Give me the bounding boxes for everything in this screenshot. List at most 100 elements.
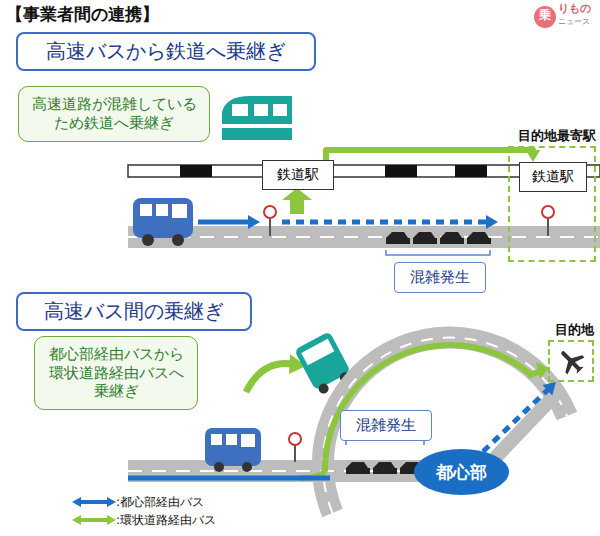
bus-stop-part	[542, 206, 554, 218]
legend-row: :都心部経由バス	[72, 493, 216, 511]
swatch-head	[107, 497, 116, 507]
bus-route-arrow-part	[198, 220, 250, 225]
bus-icon-3	[205, 428, 261, 472]
bus-route-arrow	[198, 215, 498, 229]
section-heading: 高速バスから鉄道へ乗継ぎ	[16, 32, 316, 71]
bus-stop-part	[547, 218, 549, 236]
node-text: 都心部	[436, 461, 487, 484]
car-icons-part	[386, 232, 410, 244]
train-icon	[222, 96, 292, 140]
swatch-line	[80, 518, 108, 522]
rail-track-part	[455, 165, 487, 177]
bus-route-arrow-part	[248, 215, 260, 229]
connector-line	[483, 389, 549, 452]
destination-area: 目的地	[548, 340, 594, 382]
station-box: 鉄道駅	[262, 160, 334, 190]
bus-icon-3-part	[214, 462, 224, 472]
car-icons-2	[346, 462, 424, 474]
train-icon-part	[273, 104, 287, 116]
node-text: 混雑発生	[410, 268, 470, 287]
bus-icon-part	[133, 198, 193, 238]
area-heading: 目的地最寄駅	[518, 127, 596, 145]
bus-icon-2-part	[301, 339, 334, 365]
legend-text: :環状道路経由バス	[116, 512, 216, 529]
bus-route-arrow-part	[282, 220, 488, 225]
bus-icon-3-part	[226, 434, 237, 445]
node-text: 都心部経由バスから環状道路経由バスへ乗継ぎ	[46, 345, 186, 401]
legend-row: :環状道路経由バス	[72, 511, 216, 529]
logo-circle	[534, 6, 556, 28]
bus-stop	[264, 206, 554, 236]
train-icon-part	[222, 124, 292, 128]
bus-icon-3-part	[211, 434, 222, 445]
bracket	[386, 250, 490, 255]
transfer-arrow	[282, 188, 312, 214]
city-road	[128, 460, 428, 482]
city-route-line	[128, 478, 330, 479]
node-text: 高速バスから鉄道へ乗継ぎ	[46, 38, 286, 65]
watermark-text: 乗	[539, 9, 551, 21]
bus-icon-part	[172, 204, 187, 218]
bus-icon-2-part	[317, 382, 331, 396]
bus-icon-part	[142, 234, 154, 246]
callout-box: 高速道路が混雑しているため鉄道へ乗継ぎ	[18, 86, 210, 142]
bus-stop-part	[269, 218, 271, 236]
arrow-head	[542, 382, 556, 395]
legend-swatch	[72, 514, 116, 526]
connector	[483, 382, 556, 451]
car-icons-part	[467, 232, 491, 244]
connector-line	[326, 150, 533, 160]
bus-icon-3-part	[242, 462, 252, 472]
city-road-part	[128, 460, 428, 482]
bus-icon	[133, 198, 193, 246]
airplane-icon-part	[560, 350, 584, 374]
congestion-box: 混雑発生	[394, 262, 486, 293]
bus-icon-part	[172, 234, 184, 246]
node-text: 高速道路が混雑しているため鉄道へ乗継ぎ	[30, 95, 198, 133]
transfer-arrow-part	[282, 188, 312, 214]
bus-stop-part	[264, 206, 276, 218]
car-icons-part	[413, 232, 437, 244]
logo-circle-part	[534, 6, 556, 28]
node-text: 高速バス間の乗継ぎ	[44, 298, 224, 325]
node-text: 鉄道駅	[277, 166, 319, 184]
section-heading: 高速バス間の乗継ぎ	[16, 292, 252, 331]
legend-text: :都心部経由バス	[116, 494, 204, 511]
city-center-ellipse: 都心部	[414, 449, 509, 495]
highway-road-part	[128, 226, 600, 248]
bracket-part	[386, 250, 490, 255]
destination-station-area: 目的地最寄駅鉄道駅	[508, 146, 596, 262]
car-icons-part	[440, 232, 464, 244]
callout-box: 都心部経由バスから環状道路経由バスへ乗継ぎ	[34, 336, 198, 410]
arrow-head	[526, 150, 540, 162]
swatch-head	[107, 515, 116, 525]
ring-road	[323, 338, 567, 513]
watermark-text: りもの	[558, 3, 591, 14]
node-text: 混雑発生	[356, 416, 416, 435]
bus-route-arrow-part	[486, 215, 498, 229]
swatch-line	[80, 500, 108, 504]
swatch-head	[72, 497, 81, 507]
legend-swatch	[72, 496, 116, 508]
bus-icon-part	[140, 204, 152, 216]
airplane-icon	[553, 343, 588, 378]
bus-stop-2-part	[289, 433, 301, 445]
train-icon-part	[232, 104, 248, 116]
ring-road-part	[323, 338, 567, 513]
area-heading: 目的地	[555, 321, 594, 339]
city-route-line-part	[128, 476, 330, 481]
bus-stop-2-part	[294, 445, 296, 462]
car-icons	[386, 232, 491, 244]
airplane-icon-part	[574, 364, 584, 374]
rail-track-part	[180, 165, 212, 177]
station-box: 鉄道駅	[519, 162, 587, 192]
congestion-box: 混雑発生	[340, 410, 432, 441]
node-text: 鉄道駅	[532, 168, 574, 186]
ring-route-line-part	[528, 371, 540, 376]
bus-icon-3-part	[241, 434, 255, 447]
transfer-curve-arrow	[246, 354, 306, 392]
car-icons-2-part	[373, 462, 397, 474]
